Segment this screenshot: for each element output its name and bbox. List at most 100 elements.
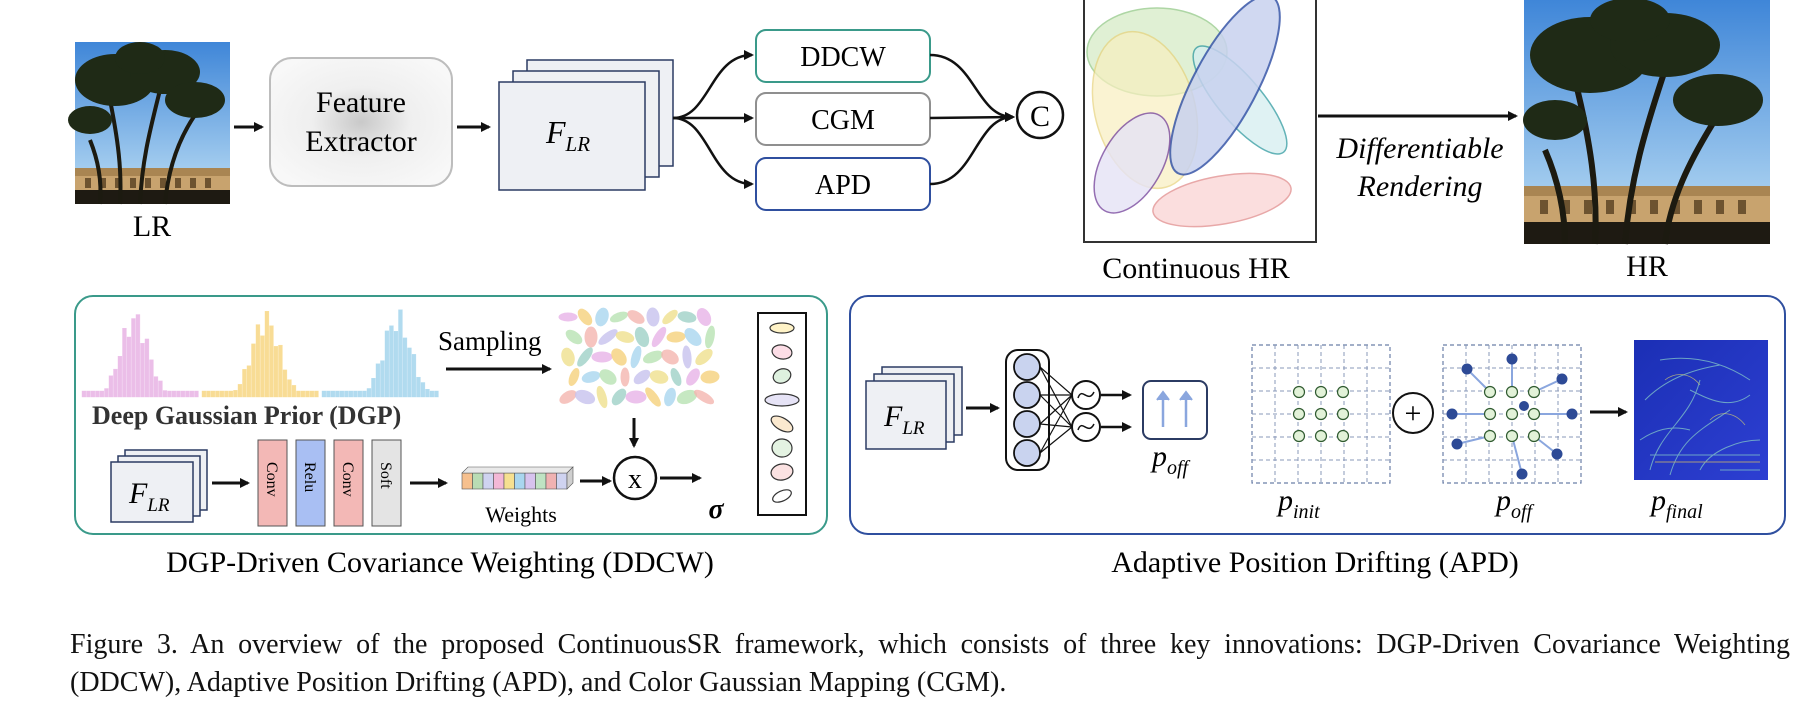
sampled-ellipse: [627, 310, 645, 324]
histogram-bar: [171, 390, 177, 398]
histogram-bar: [291, 385, 297, 398]
weight-cell: [556, 472, 568, 490]
sampled-ellipse: [584, 326, 598, 348]
histogram-bar: [326, 390, 331, 398]
rendering-label-line1: Differentiable: [1335, 132, 1503, 165]
sampled-ellipse: [559, 390, 577, 404]
sampled-ellipse: [664, 387, 676, 407]
histogram-bar: [201, 390, 207, 398]
drifted-point: [1451, 438, 1463, 450]
histogram-bar: [95, 390, 100, 398]
covariance-ellipse: [771, 438, 793, 458]
init-point: [1292, 407, 1306, 421]
init-point: [1336, 429, 1350, 443]
histogram-bar: [90, 390, 96, 398]
histogram-bar: [335, 390, 340, 398]
histogram-bar: [309, 390, 315, 398]
hr-image: [1523, 0, 1770, 245]
init-point: [1505, 429, 1519, 443]
sampled-ellipse: [682, 345, 692, 369]
histogram-bar: [81, 390, 87, 398]
layer-conv-2-label: Conv: [339, 462, 356, 497]
histogram-bar: [411, 354, 417, 398]
sampled-ellipse: [646, 307, 660, 327]
drifted-point: [1461, 363, 1473, 375]
sampled-ellipse: [684, 328, 702, 346]
histogram-bar: [429, 390, 435, 398]
plus-symbol: +: [1405, 397, 1422, 430]
mlp-network: [1005, 349, 1101, 471]
sampled-ellipse: [634, 326, 650, 348]
histogram-bar: [339, 390, 345, 398]
histogram-bar: [153, 376, 159, 398]
covariance-ellipse: [770, 463, 794, 481]
histogram-bar: [384, 330, 390, 398]
p-off-grid-label: poff: [1494, 484, 1535, 523]
concat-symbol: C: [1030, 100, 1050, 133]
histogram-bar: [407, 347, 412, 398]
histogram-bar: [416, 376, 421, 398]
sampled-ellipse: [577, 308, 593, 326]
concat-circle: [1015, 90, 1065, 140]
sampled-ellipse: [705, 325, 715, 349]
drifted-point: [1551, 448, 1563, 460]
layer-soft-label: Soft: [377, 462, 394, 489]
covariance-ellipse: [772, 489, 792, 503]
histogram-bar: [389, 325, 394, 398]
histogram-bar: [296, 390, 301, 398]
drifted-point: [1516, 468, 1528, 480]
sampled-ellipse: [695, 348, 713, 366]
histogram-bar: [140, 343, 145, 398]
p-final-image: [1634, 340, 1768, 480]
sampling-label: Sampling: [438, 326, 542, 356]
apd-flr-stack: [865, 366, 963, 450]
histogram-bar: [233, 390, 238, 398]
sigma-symbol: σ: [708, 494, 724, 525]
histogram-bar: [228, 390, 234, 398]
sampled-ellipse: [574, 389, 596, 405]
dgp-histogram-pink: [81, 314, 199, 398]
sampled-ellipse: [596, 385, 608, 409]
feature-extractor-label-line1: Feature: [316, 86, 406, 119]
histogram-bar: [251, 343, 256, 398]
layer-conv-2: [333, 439, 364, 527]
dgp-histogram-blue: [321, 309, 439, 398]
histogram-bar: [344, 390, 349, 398]
histogram-bar: [126, 336, 132, 398]
init-point: [1314, 429, 1328, 443]
histogram-bar: [158, 380, 163, 398]
histogram-bar: [194, 390, 199, 398]
histogram-bar: [86, 390, 91, 398]
histogram-bar: [300, 390, 306, 398]
init-point: [1527, 385, 1541, 399]
sampled-ellipse: [565, 329, 583, 345]
histogram-bar: [255, 324, 261, 398]
histogram-bar: [149, 359, 154, 398]
weight-cell: [493, 472, 505, 490]
histogram-bar: [246, 365, 252, 398]
histogram-bar: [113, 368, 118, 398]
histogram-bar: [237, 384, 243, 398]
sampled-ellipse: [598, 329, 618, 345]
init-point: [1292, 385, 1306, 399]
histogram-bar: [104, 388, 109, 398]
sampled-ellipse: [615, 331, 635, 343]
weight-cell: [514, 472, 526, 490]
histogram-bar: [215, 390, 220, 398]
sampled-ellipse: [611, 388, 627, 406]
weight-cell: [524, 472, 536, 490]
drifted-point: [1506, 353, 1518, 365]
dgp-title: Deep Gaussian Prior (DGP): [92, 401, 401, 430]
offset-output-box: [1142, 380, 1208, 440]
histogram-bar: [144, 338, 150, 398]
feature-extractor-label-line2: Extractor: [305, 125, 417, 158]
histogram-bar: [273, 346, 279, 398]
histogram-bar: [434, 390, 439, 398]
sampled-ellipse: [591, 351, 613, 363]
ddcw-section-title: DGP-Driven Covariance Weighting (DDCW): [166, 546, 714, 579]
weight-cell: [535, 472, 547, 490]
histogram-bar: [380, 360, 385, 398]
histogram-bar: [108, 375, 114, 398]
multiply-circle: [612, 455, 658, 501]
